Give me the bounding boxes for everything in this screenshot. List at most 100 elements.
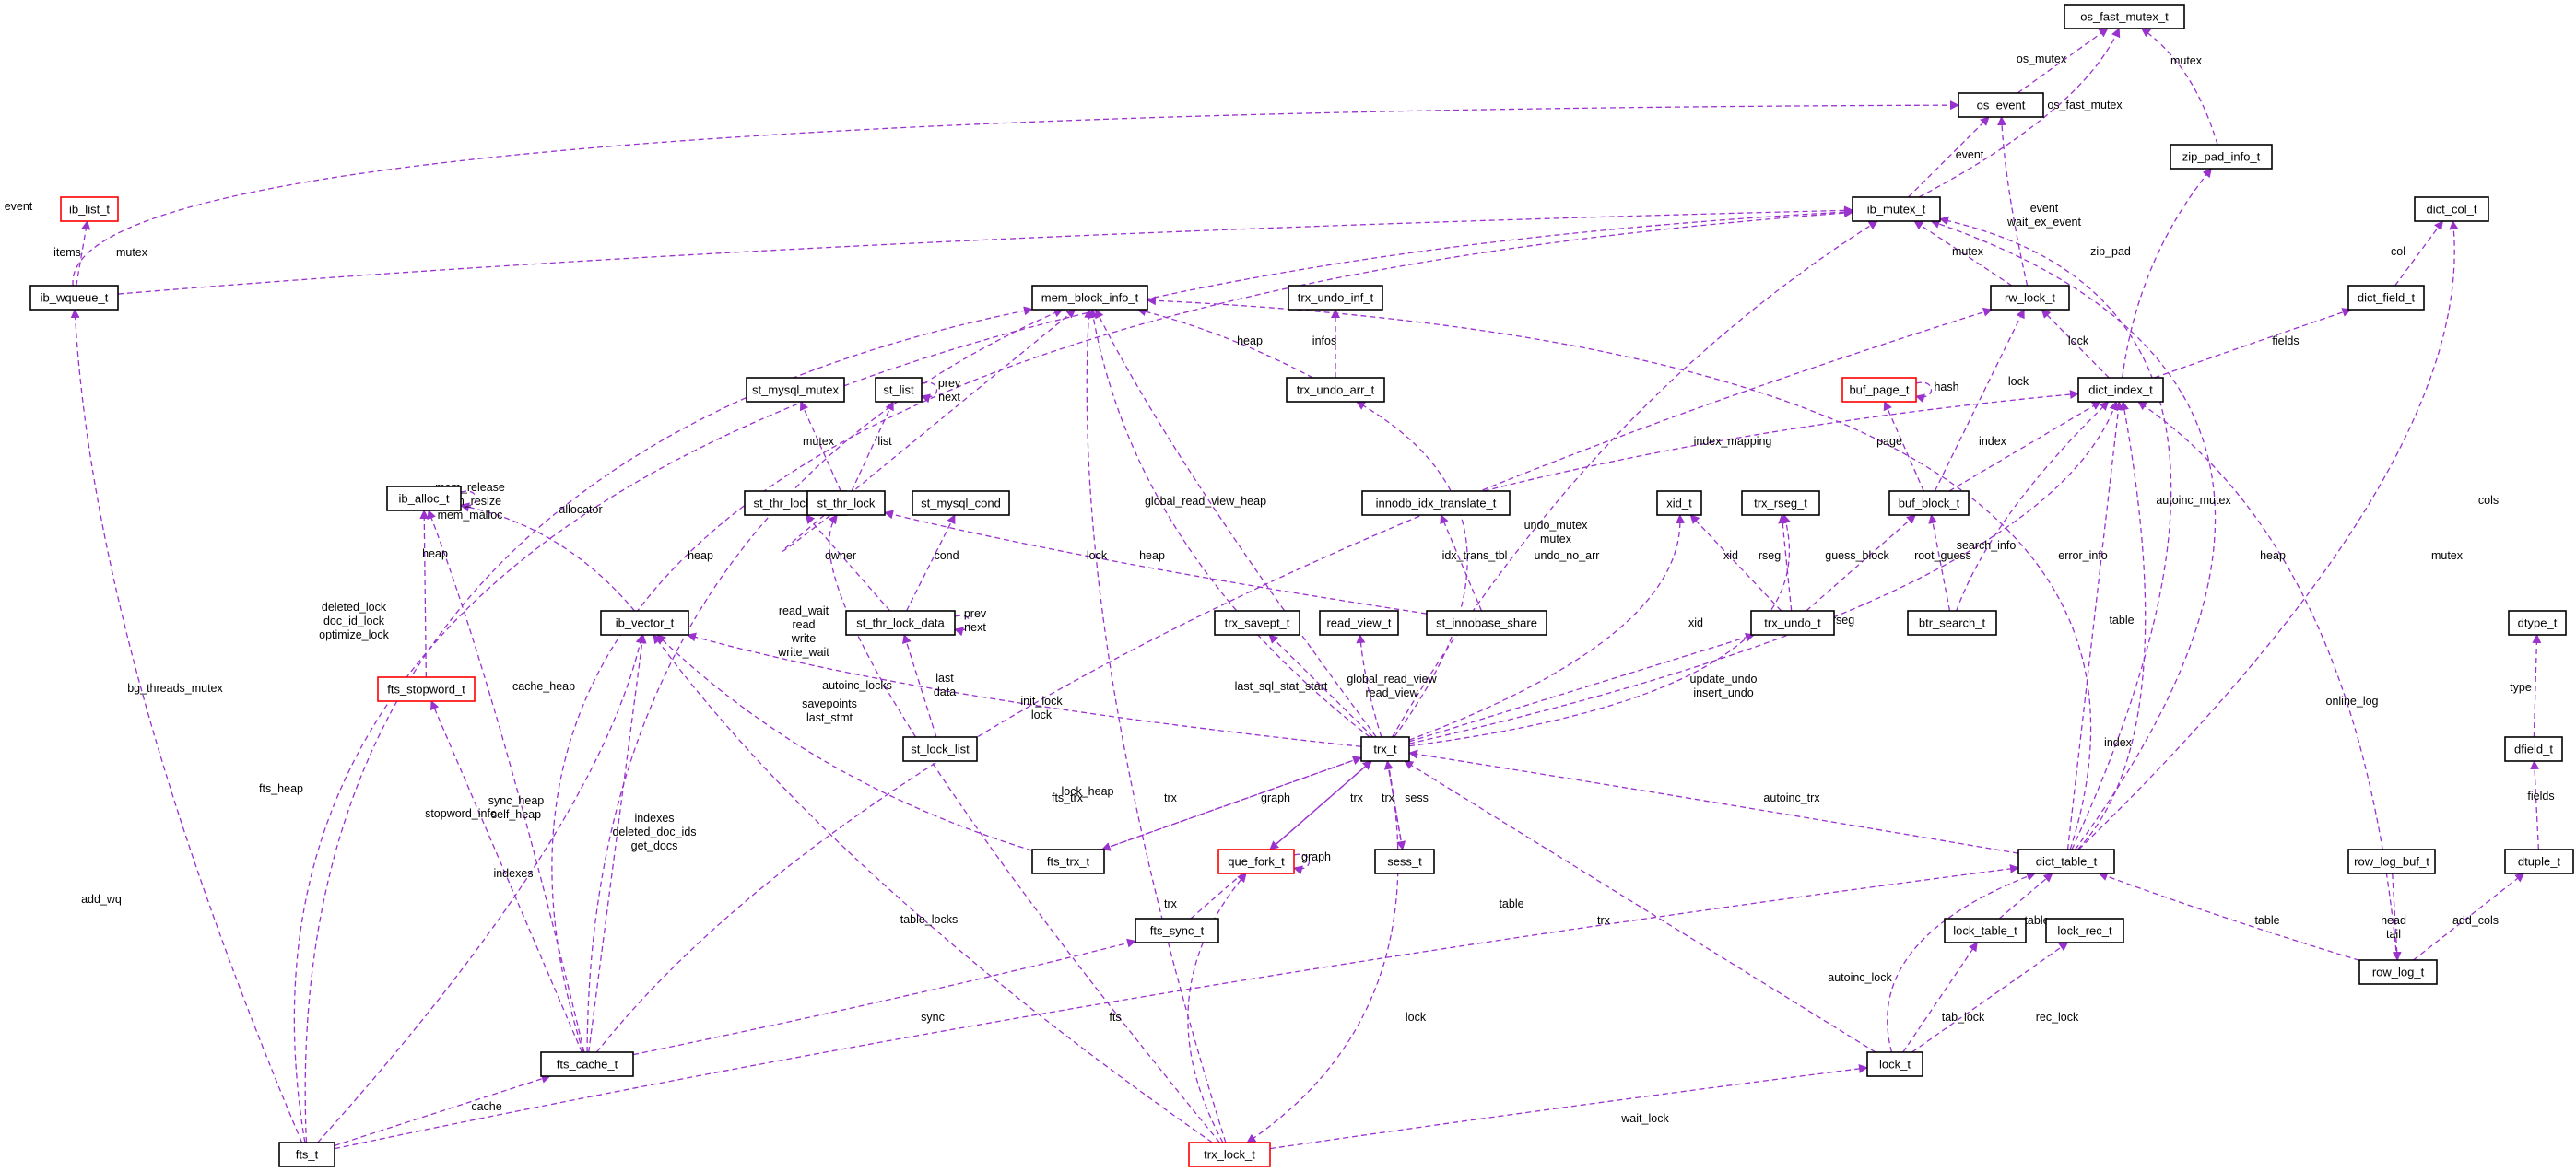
node-label: dfield_t — [2514, 743, 2553, 756]
edge-trx_t-to-dict_index_t — [1408, 401, 2119, 744]
node-st-mysql-mutex[interactable]: st_mysql_mutex — [746, 377, 845, 403]
node-st-innobase-share[interactable]: st_innobase_share — [1426, 610, 1547, 636]
edge-label: fields — [2272, 334, 2299, 347]
node-ib-alloc-t[interactable]: ib_alloc_t — [386, 486, 462, 511]
node-zip-pad-info-t[interactable]: zip_pad_info_t — [2170, 144, 2273, 170]
node-mem-block-info-t[interactable]: mem_block_info_t — [1031, 285, 1148, 311]
node-dict-field-t[interactable]: dict_field_t — [2347, 285, 2425, 311]
edge-label: zip_pad — [2090, 245, 2131, 258]
node-ib-mutex-t[interactable]: ib_mutex_t — [1852, 196, 1941, 222]
node-st-mysql-cond[interactable]: st_mysql_cond — [912, 490, 1010, 516]
node-label: lock_t — [1879, 1058, 1911, 1072]
node-ib-wqueue-t[interactable]: ib_wqueue_t — [29, 285, 119, 311]
node-fts-trx-t[interactable]: fts_trx_t — [1031, 849, 1105, 874]
edge-trx_t-to-trx_lock_t — [1246, 760, 1399, 1143]
node-dict-col-t[interactable]: dict_col_t — [2414, 196, 2489, 222]
edge-buf_block_t-to-rw_lock_t — [1934, 309, 2025, 492]
node-box — [1750, 610, 1835, 636]
edge-st_thr_lock-to-st_mysql_mutex — [799, 401, 841, 492]
node-ib-vector-t[interactable]: ib_vector_t — [600, 610, 689, 636]
edge-label: cols — [2478, 494, 2499, 507]
node-row-log-t[interactable]: row_log_t — [2358, 959, 2438, 985]
edge-label: bg_threads_mutex — [127, 682, 223, 695]
edge-trx_undo_t-to-xid_t — [1689, 514, 1782, 612]
node-btr-search-t[interactable]: btr_search_t — [1907, 610, 1997, 636]
node-lock-rec-t[interactable]: lock_rec_t — [2045, 918, 2124, 943]
node-rw-lock-t[interactable]: rw_lock_t — [1990, 285, 2070, 311]
node-dtype-t[interactable]: dtype_t — [2508, 610, 2567, 636]
node-trx-rseg-t[interactable]: trx_rseg_t — [1741, 490, 1820, 516]
edge-buf_page_t-to-buf_page_t — [1915, 381, 1932, 404]
node-label: fts_t — [296, 1148, 319, 1162]
node-label: st_thr_lock — [817, 497, 876, 510]
node-trx-t[interactable]: trx_t — [1360, 736, 1410, 762]
edge-label: add_wq — [81, 893, 122, 906]
node-label: ib_mutex_t — [1867, 203, 1926, 217]
node-os-event[interactable]: os_event — [1958, 92, 2044, 118]
edge-fts_cache_t-to-ib_alloc_t — [427, 510, 585, 1053]
node-fts-sync-t[interactable]: fts_sync_t — [1135, 918, 1219, 943]
edge-trx_t-to-mem_block_info_t — [1088, 309, 1370, 738]
edge-label: table — [2254, 914, 2279, 927]
edge-dict_table_t-to-ib_mutex_t — [1939, 216, 2172, 850]
node-fts-cache-t[interactable]: fts_cache_t — [540, 1051, 634, 1077]
node-trx-undo-t[interactable]: trx_undo_t — [1750, 610, 1835, 636]
edge-trx_lock_t-to-st_thr_lock — [828, 514, 1220, 1143]
node-label: trx_rseg_t — [1754, 497, 1807, 510]
node-box — [1031, 285, 1148, 311]
edge-lock_t-to-trx_t — [1404, 760, 1876, 1053]
node-fts-stopword-t[interactable]: fts_stopword_t — [377, 676, 476, 702]
edge-label: os_mutex — [2017, 53, 2067, 65]
node-xid-t[interactable]: xid_t — [1656, 490, 1702, 516]
node-dict-index-t[interactable]: dict_index_t — [2077, 377, 2164, 403]
node-sess-t[interactable]: sess_t — [1374, 849, 1435, 874]
node-box — [2508, 610, 2567, 636]
node-st-thr-lock[interactable]: st_thr_lock — [806, 490, 886, 516]
edge-lock_t-to-lock_rec_t — [1911, 942, 2069, 1053]
node-label: dict_field_t — [2358, 291, 2416, 305]
node-box — [1188, 1142, 1271, 1167]
node-ib-list-t[interactable]: ib_list_t — [60, 196, 119, 222]
edge-label: online_log — [2326, 695, 2379, 708]
node-os-fast-mutex-t[interactable]: os_fast_mutex_t — [2064, 4, 2185, 29]
node-trx-undo-inf-t[interactable]: trx_undo_inf_t — [1288, 285, 1383, 311]
edge-label: add_cols — [2452, 914, 2499, 927]
node-box — [1426, 610, 1547, 636]
node-lock-t[interactable]: lock_t — [1866, 1051, 1923, 1077]
nodes-layer: os_fast_mutex_t os_event zip_pad_info_t ib_… — [29, 4, 2574, 1167]
edge-label: mutex — [803, 435, 835, 448]
node-box — [1361, 490, 1511, 516]
node-box — [1374, 849, 1435, 874]
edge-label: items — [53, 246, 81, 259]
edge-trx_t-to-read_view_t — [1356, 634, 1382, 738]
node-read-view-t[interactable]: read_view_t — [1319, 610, 1399, 636]
node-trx-undo-arr-t[interactable]: trx_undo_arr_t — [1286, 377, 1385, 403]
node-lock-table-t[interactable]: lock_table_t — [1944, 918, 2027, 943]
node-st-list[interactable]: st_list — [875, 377, 923, 403]
node-dtuple-t[interactable]: dtuple_t — [2504, 849, 2574, 874]
edge-st_list-to-st_list — [921, 381, 937, 404]
node-row-log-buf-t[interactable]: row_log_buf_t — [2347, 849, 2436, 874]
node-que-fork-t[interactable]: que_fork_t — [1217, 849, 1295, 874]
node-trx-savept-t[interactable]: trx_savept_t — [1214, 610, 1300, 636]
edge-trx_t-to-ib_vector_t — [687, 632, 1362, 747]
edge-label: mutex — [2431, 549, 2464, 562]
node-fts-t[interactable]: fts_t — [278, 1142, 335, 1167]
node-st-lock-list[interactable]: st_lock_list — [902, 736, 978, 762]
edge-label: lock_heap — [1062, 785, 1114, 798]
edge-st_thr_lock_data-to-st_thr_lock_data — [954, 615, 970, 637]
node-dict-table-t[interactable]: dict_table_t — [2017, 849, 2115, 874]
node-buf-page-t[interactable]: buf_page_t — [1841, 377, 1917, 403]
node-trx-lock-t[interactable]: trx_lock_t — [1188, 1142, 1271, 1167]
edge-label: graph — [1301, 850, 1331, 863]
edge-fts_sync_t-to-trx_t — [1190, 760, 1372, 920]
node-box — [1741, 490, 1820, 516]
node-buf-block-t[interactable]: buf_block_t — [1888, 490, 1970, 516]
node-innodb-idx-translate-t[interactable]: innodb_idx_translate_t — [1361, 490, 1511, 516]
node-box — [2504, 849, 2574, 874]
edge-dict_table_t-to-trx_t — [1408, 749, 2019, 854]
node-dfield-t[interactable]: dfield_t — [2504, 736, 2563, 762]
node-st-thr-lock-data[interactable]: st_thr_lock_data — [845, 610, 956, 636]
